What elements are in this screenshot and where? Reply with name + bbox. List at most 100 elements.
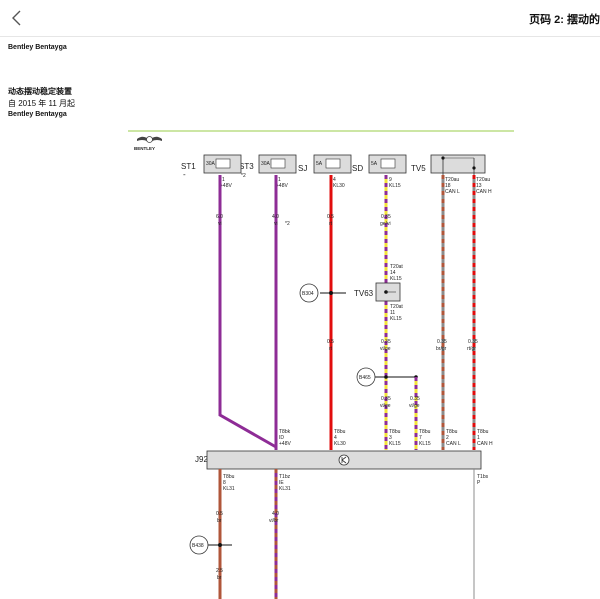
- diagram-label: br: [217, 575, 222, 581]
- diagram-label: T8bu: [334, 429, 346, 435]
- diagram-label: 4: [333, 177, 336, 183]
- diagram-label: *2: [285, 221, 290, 227]
- diagram-label: 0.35: [468, 339, 478, 345]
- diagram-label: 9: [389, 177, 392, 183]
- ecu-j924-box: [206, 450, 482, 470]
- diagram-label: 0.5: [327, 339, 334, 345]
- page-title: 页码 2: 摆动的: [529, 14, 600, 26]
- relay-label-st1: ST1: [181, 162, 196, 171]
- tv5-box: [430, 154, 486, 176]
- tv63-label: TV63: [354, 289, 374, 298]
- diagram-label: 1: [477, 435, 480, 441]
- relay-label-st3: ST3: [239, 162, 254, 171]
- diagram-label: T8bu: [446, 429, 458, 435]
- diagram-label: vi/br: [269, 518, 279, 524]
- top-bar: 页码 2: 摆动的: [0, 0, 600, 37]
- diagram-label: vi/ge: [409, 403, 420, 409]
- relay-box-st3: 30A: [258, 154, 297, 174]
- relay-label-tv5: TV5: [411, 164, 426, 173]
- diagram-label: CAN L: [446, 441, 461, 447]
- diagram-label: T8bu: [389, 429, 401, 435]
- diagram-label: KL15: [389, 441, 401, 447]
- diagram-label: B465: [359, 375, 371, 381]
- st1-dash: -: [183, 170, 186, 179]
- diagram-label: T20at: [390, 304, 403, 310]
- diagram-label: T1bs: [477, 474, 489, 480]
- diagram-label: 4: [334, 435, 337, 441]
- diagram-label: 14: [390, 270, 396, 276]
- diagram-label: T8bu: [477, 429, 489, 435]
- diagram-label: +48V: [276, 183, 288, 189]
- relay-label-sd: SD: [352, 164, 363, 173]
- diagram-label: 7: [419, 435, 422, 441]
- diagram-label: KL15: [419, 441, 431, 447]
- diagram-label: rt: [329, 221, 333, 227]
- diagram-label: IE: [279, 480, 284, 486]
- diagram-label: T8bu: [223, 474, 235, 480]
- model-line: Bentley Bentayga: [8, 111, 67, 118]
- diagram-label: P: [477, 480, 481, 486]
- diagram-label: 30A: [206, 161, 216, 167]
- st3-mark: *2: [241, 173, 246, 179]
- diagram-label: KL31: [223, 486, 235, 492]
- diagram-label: KL15: [389, 183, 401, 189]
- diagram-label: br/gr: [436, 346, 447, 352]
- diagram-label: KL15: [390, 276, 402, 282]
- diagram-label: 5A: [316, 161, 323, 167]
- node-b465: B465: [356, 367, 376, 387]
- diagram-label: 0.35: [410, 396, 420, 402]
- diagram-label: CAN L: [445, 189, 460, 195]
- diagram-label: T20at: [390, 264, 403, 270]
- node-b438: B438: [189, 535, 209, 555]
- diagram-label: vi/ge: [380, 346, 391, 352]
- tv63-box: [375, 282, 401, 302]
- diagram-label: +48V: [220, 183, 232, 189]
- brand-line: Bentley Bentayga: [8, 44, 67, 51]
- section-title: 动态摆动稳定装置: [8, 87, 72, 96]
- bentley-logo: BENTLEY: [134, 136, 162, 151]
- diagram-label: B304: [302, 291, 314, 297]
- diagram-label: 0.35: [381, 214, 391, 220]
- ecu-label-j924: J924: [195, 455, 213, 464]
- diagram-label: T8bk: [279, 429, 291, 435]
- diagram-label: vi/ge: [380, 403, 391, 409]
- since-text: 自 2015 年 11 月起: [8, 99, 75, 108]
- diagram-label: vi: [218, 221, 222, 227]
- diagram-label: 11: [390, 310, 395, 316]
- diagram-label: 0.35: [381, 396, 391, 402]
- diagram-label: 0.35: [437, 339, 447, 345]
- diagram-label: 4.0: [272, 214, 279, 220]
- diagram-label: 30A: [261, 161, 271, 167]
- diagram-label: 4.0: [272, 511, 279, 517]
- diagram-label: +48V: [279, 441, 291, 447]
- diagram-label: 0.5: [216, 511, 223, 517]
- diagram-label: 1: [222, 177, 225, 183]
- diagram-label: 2.5: [216, 568, 223, 574]
- diagram-label: 3: [389, 435, 392, 441]
- diagram-label: CAN H: [477, 441, 493, 447]
- node-b304: B304: [299, 283, 319, 303]
- diagram-label: T20au: [476, 177, 490, 183]
- diagram-label: ID: [279, 435, 284, 441]
- diagram-label: rt: [329, 346, 333, 352]
- diagram-label: KL31: [279, 486, 291, 492]
- diagram-label: 18: [445, 183, 451, 189]
- diagram-label: br: [217, 518, 222, 524]
- chevron-left-icon[interactable]: [8, 8, 26, 28]
- diagram-label: 1: [278, 177, 281, 183]
- diagram-label: 2: [446, 435, 449, 441]
- diagram-label: KL30: [333, 183, 345, 189]
- relay-label-sj: SJ: [298, 164, 307, 173]
- diagram-label: 6.0: [216, 214, 223, 220]
- diagram-label: 5A: [371, 161, 378, 167]
- diagram-label: T8bu: [419, 429, 431, 435]
- relay-box-sj: 5A: [313, 154, 352, 174]
- diagram-label: rt/gr: [467, 346, 476, 352]
- diagram-label: BENTLEY: [134, 146, 155, 151]
- diagram-label: B438: [192, 543, 204, 549]
- diagram-label: ge/vi: [380, 221, 391, 227]
- diagram-label: 0.5: [327, 214, 334, 220]
- diagram-label: CAN H: [476, 189, 492, 195]
- relay-box-st1: 30A: [203, 154, 242, 174]
